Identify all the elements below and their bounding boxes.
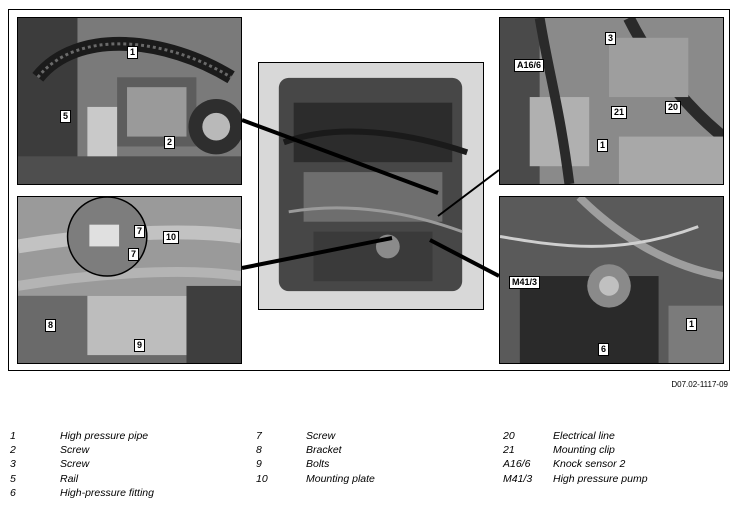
legend-column-2: 7 Screw 8 Bracket 9 Bolts 10 Mounting plate — [256, 429, 375, 486]
legend-text: Screw — [60, 458, 90, 471]
legend-row: M41/3 High pressure pump — [503, 472, 648, 486]
legend-text: Screw — [306, 430, 336, 442]
callout-6-br: 6 — [598, 343, 610, 356]
legend-number: 2 — [10, 444, 16, 457]
legend-row: A16/6 Knock sensor 2 — [503, 457, 648, 471]
callout-m41-3-br: M41/3 — [509, 276, 541, 289]
legend-number: 3 — [10, 458, 16, 471]
photo-top-left — [17, 17, 242, 185]
legend-row: 2 Screw — [10, 443, 154, 457]
legend-row: 1 High pressure pipe — [10, 429, 154, 443]
callout-21-tr: 21 — [611, 106, 628, 119]
legend-number: 9 — [256, 458, 262, 471]
callout-20-tr: 20 — [665, 101, 682, 114]
document-id: D07.02-1117-09 — [671, 380, 728, 389]
legend-text: High pressure pump — [553, 472, 648, 485]
legend-text: Bolts — [306, 458, 330, 471]
photo-bottom-left — [17, 196, 242, 364]
legend-row: 5 Rail — [10, 472, 154, 486]
legend-number: 21 — [503, 444, 515, 457]
legend-text: Rail — [60, 472, 79, 485]
legend-row: 10 Mounting plate — [256, 472, 375, 486]
legend-text: High-pressure fitting — [60, 486, 154, 499]
callout-1-br: 1 — [686, 318, 698, 331]
photo-top-right — [499, 17, 724, 185]
legend-number: 6 — [10, 486, 16, 499]
legend-text: Mounting plate — [306, 472, 375, 485]
legend-number: 20 — [503, 430, 515, 442]
legend-number: M41/3 — [503, 472, 533, 485]
legend-number: 8 — [256, 444, 262, 457]
photo-engine-overview — [258, 62, 484, 310]
legend-number: 1 — [10, 430, 16, 442]
callout-1-tr: 1 — [597, 139, 609, 152]
callout-7b-bl: 7 — [128, 248, 140, 261]
legend-row: 3 Screw — [10, 457, 154, 471]
legend-number: 10 — [256, 472, 268, 485]
legend-row: 21 Mounting clip — [503, 443, 648, 457]
legend-column-3: 20 Electrical line 21 Mounting clip A16/6 K… — [503, 429, 648, 486]
callout-8-bl: 8 — [45, 319, 57, 332]
legend-row: 20 Electrical line — [503, 429, 648, 443]
legend-row: 7 Screw — [256, 429, 375, 443]
callout-2-tl: 2 — [164, 136, 176, 149]
legend-number: A16/6 — [503, 458, 531, 471]
legend-row: 6 High-pressure fitting — [10, 486, 154, 500]
legend-number: 5 — [10, 472, 16, 485]
legend-row: 8 Bracket — [256, 443, 375, 457]
callout-1-tl: 1 — [127, 46, 139, 59]
callout-5-tl: 5 — [60, 110, 72, 123]
legend-text: Electrical line — [553, 430, 615, 442]
legend-text: Mounting clip — [553, 444, 615, 457]
callout-10-bl: 10 — [163, 231, 180, 244]
callout-3-tr: 3 — [605, 32, 617, 45]
callout-a16-6-tr: A16/6 — [514, 59, 545, 72]
legend-row: 9 Bolts — [256, 457, 375, 471]
legend-text: High pressure pipe — [60, 430, 149, 442]
legend-text: Knock sensor 2 — [553, 458, 626, 471]
callout-9-bl: 9 — [134, 339, 146, 352]
legend-text: Screw — [60, 444, 90, 457]
callout-7a-bl: 7 — [134, 225, 146, 238]
legend-number: 7 — [256, 430, 262, 442]
legend-text: Bracket — [306, 444, 342, 457]
